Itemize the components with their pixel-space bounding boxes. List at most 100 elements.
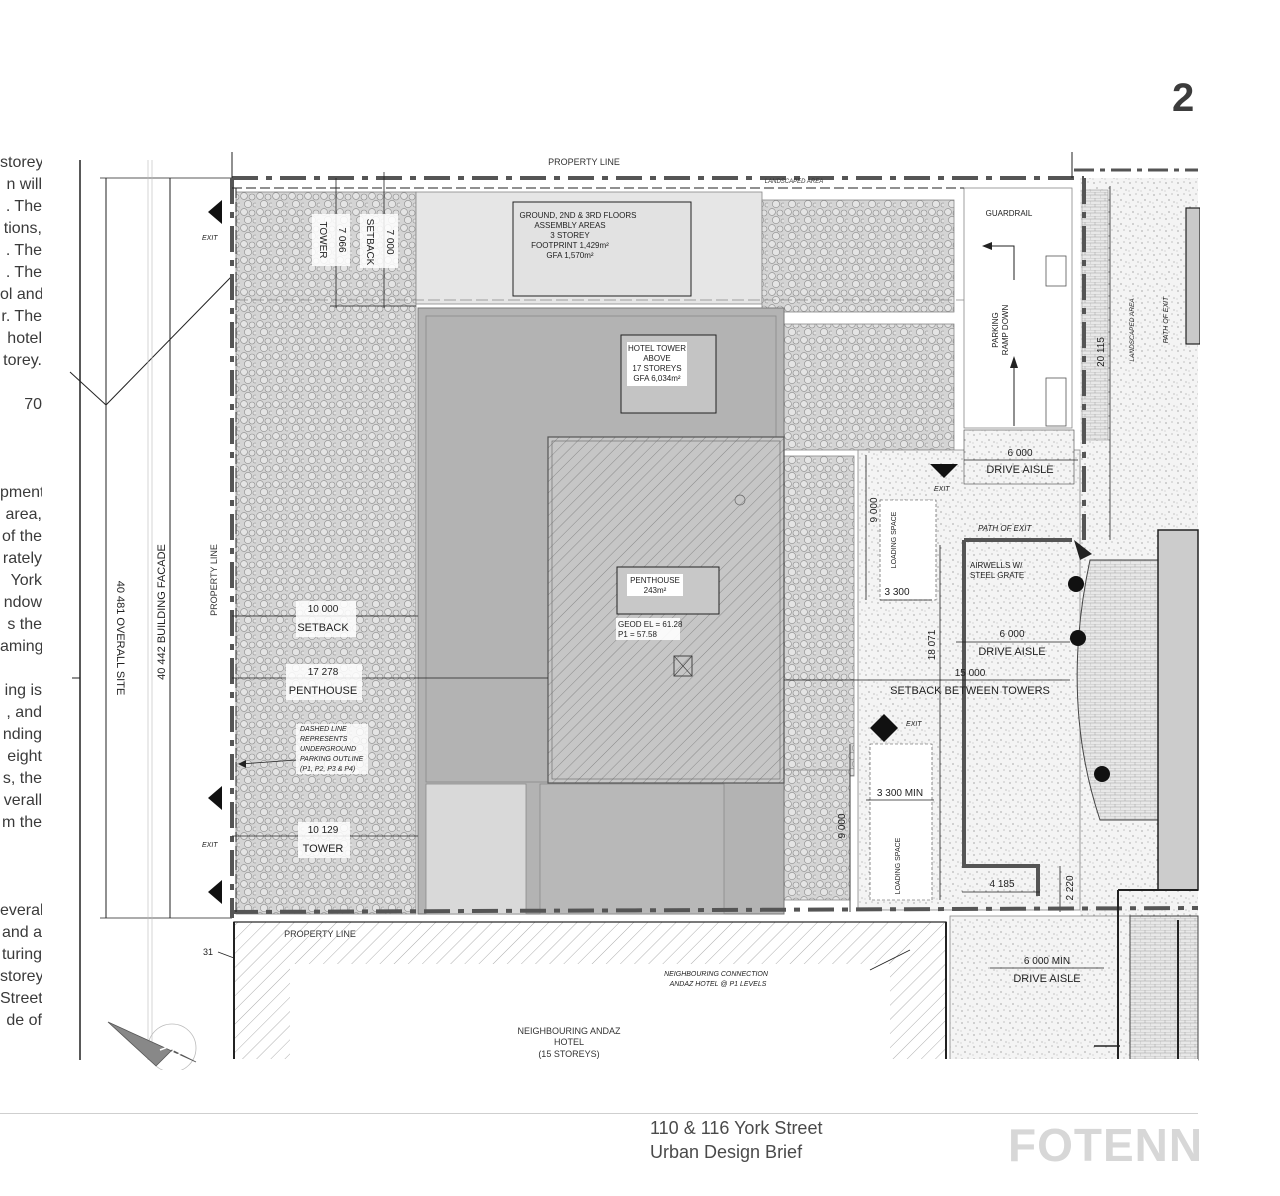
overall-site-label: 40 481 OVERALL SITE [114, 581, 126, 696]
neigh-conn-label-2: ANDAZ HOTEL @ P1 LEVELS [669, 981, 767, 988]
hotel-label-2: ABOVE [643, 354, 671, 363]
dim-10129: 10 129 [308, 825, 339, 836]
penthouse-label-2: 243m² [644, 586, 667, 595]
dim-4185: 4 185 [989, 879, 1014, 890]
dim-17278: 17 278 [308, 667, 339, 678]
property-line-left-label: PROPERTY LINE [209, 544, 219, 616]
dim-3300: 3 300 [884, 587, 909, 598]
dim-7000: 7 000 [384, 229, 395, 254]
drive-aisle-a-label: DRIVE AISLE [986, 464, 1053, 476]
dim-9000-b: 9 000 [837, 813, 848, 838]
text-fragment: ol and [0, 286, 42, 303]
text-fragment: of the [1, 528, 42, 545]
text-fragment: . The [5, 264, 42, 281]
parking-ramp-label-1: PARKING [991, 312, 1000, 347]
airwells-label-1: AIRWELLS W/ [970, 561, 1023, 570]
site-plan-drawing: 40 442 BUILDING FACADE 40 481 OVERALL SI… [69, 152, 1200, 1070]
text-fragment: hotel [7, 330, 42, 347]
dim-7066: 7 066 [336, 227, 347, 252]
hotel-label-3: 17 STOREYS [632, 364, 681, 373]
dim-6000-min: 6 000 MIN [1024, 956, 1070, 967]
text-fragment: storey [0, 968, 42, 985]
text-fragment: n will [6, 176, 42, 193]
text-fragment: r. The [1, 308, 42, 325]
dashed-note-3: UNDERGROUND [300, 746, 356, 753]
dim-10000: 10 000 [308, 604, 339, 615]
footer-title: 110 & 116 York Street Urban Design Brief [650, 1116, 822, 1164]
text-fragment: . The [5, 198, 42, 215]
assembly-label-2: ASSEMBLY AREAS [534, 221, 605, 230]
dim-2220: 2 220 [1065, 875, 1076, 900]
text-fragment: de of [6, 1012, 42, 1029]
landscaped-area-right-label: LANDSCAPED AREA [1129, 298, 1136, 361]
assembly-label-5: GFA 1,570m² [546, 251, 593, 260]
assembly-label-1: GROUND, 2ND & 3RD FLOORS [520, 211, 637, 220]
dim-9000-a: 9 000 [869, 497, 880, 522]
text-fragment: tions, [3, 220, 42, 237]
hotel-label-4: GFA 6,034m² [633, 374, 680, 383]
text-fragment: Street [0, 990, 42, 1007]
penthouse-label-1: PENTHOUSE [630, 576, 680, 585]
tower-left-label: TOWER [303, 843, 344, 855]
drive-aisle-b-label: DRIVE AISLE [978, 646, 1045, 658]
path-of-exit-right-label: PATH OF EXIT [1163, 296, 1170, 343]
dim-18071: 18 071 [927, 629, 938, 660]
tower-label-top: TOWER [317, 221, 328, 258]
page-number: 2 [1172, 76, 1195, 120]
assembly-label-4: FOOTPRINT 1,429m² [531, 241, 609, 250]
guardrail-label: GUARDRAIL [986, 209, 1033, 218]
landscaped-area-top-label: LANDSCAPED AREA [765, 179, 823, 185]
text-fragment: nding [2, 726, 42, 743]
dim-20115: 20 115 [1096, 337, 1107, 367]
assembly-label-3: 3 STOREY [550, 231, 590, 240]
text-fragment: s, the [2, 770, 42, 787]
dashed-note-2: REPRESENTS [300, 736, 348, 743]
setback-label-top: SETBACK [364, 219, 375, 266]
text-fragment: turing [1, 946, 42, 963]
footer-divider [0, 1113, 1198, 1114]
andaz-label-3: (15 STOREYS) [538, 1049, 599, 1059]
drive-aisle-c-label: DRIVE AISLE [1013, 973, 1080, 985]
property-line-bottom-label: PROPERTY LINE [284, 929, 356, 939]
text-fragment: verall [3, 792, 42, 809]
path-of-exit-label: PATH OF EXIT [978, 524, 1032, 533]
loading-space-b-label: LOADING SPACE [895, 837, 902, 894]
dim-15000: 15 000 [955, 668, 986, 679]
text-fragment: storey [0, 154, 42, 171]
fotenn-logo: FOTENN [1008, 1119, 1204, 1171]
dim-6000-a: 6 000 [1007, 448, 1032, 459]
exit-label-left-1: EXIT [202, 235, 218, 242]
text-fragment: pment [0, 484, 42, 501]
andaz-label-1: NEIGHBOURING ANDAZ [517, 1026, 621, 1036]
property-line-top-label: PROPERTY LINE [548, 157, 620, 167]
dashed-note-1: DASHED LINE [300, 726, 347, 733]
footer-title-line-1: 110 & 116 York Street [650, 1118, 823, 1138]
geod-label-1: GEOD EL = 61.28 [618, 620, 683, 629]
text-fragment: ing is [4, 682, 42, 699]
setback-left-label: SETBACK [297, 622, 349, 634]
text-fragment: area, [5, 506, 42, 523]
text-fragment: m the [1, 814, 42, 831]
andaz-label-2: HOTEL [554, 1037, 584, 1047]
geod-label-2: P1 = 57.58 [618, 630, 657, 639]
text-fragment: York [10, 572, 42, 589]
exit-label-right-1: EXIT [934, 486, 950, 493]
dim-3300-min: 3 300 MIN [877, 788, 923, 799]
dim-6000-b: 6 000 [999, 629, 1024, 640]
text-fragment: aming [0, 638, 42, 655]
text-fragment: , and [6, 704, 42, 721]
text-fragment: everal [0, 902, 42, 919]
overall-facade-label: 40 442 BUILDING FACADE [156, 544, 168, 680]
north-arrow-icon [107, 1021, 197, 1070]
exit-label-left-2: EXIT [202, 842, 218, 849]
exit-label-right-2: EXIT [906, 721, 922, 728]
text-fragment: ndow [3, 594, 42, 611]
text-fragment: rately [2, 550, 42, 567]
loading-space-a-label: LOADING SPACE [891, 511, 898, 568]
setback-between-label: SETBACK BETWEEN TOWERS [890, 685, 1050, 697]
text-fragment: eight [7, 748, 42, 765]
dim-31: 31 [203, 947, 213, 957]
footer-title-line-2: Urban Design Brief [650, 1142, 803, 1162]
text-fragment: 70 [24, 396, 42, 413]
